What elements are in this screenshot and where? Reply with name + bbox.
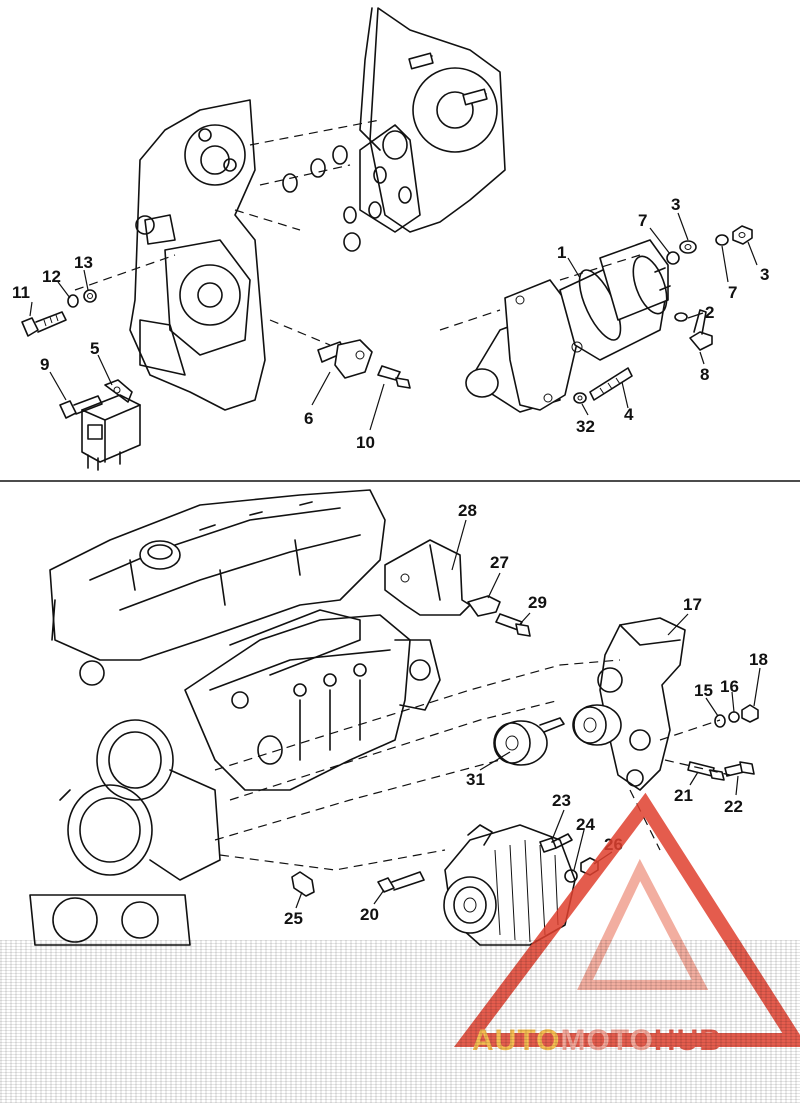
callout-4: 4 xyxy=(624,405,634,424)
washer-16 xyxy=(728,711,740,723)
callout-10: 10 xyxy=(356,433,375,452)
callout-3-right: 3 xyxy=(760,265,769,284)
washer-13 xyxy=(83,289,97,303)
key-25 xyxy=(291,871,315,897)
washer-7-lower xyxy=(666,251,680,265)
bolt-9 xyxy=(59,395,103,419)
pulley-31 xyxy=(493,717,565,766)
callout-24: 24 xyxy=(576,815,595,834)
nut-18 xyxy=(741,704,759,723)
callout-32: 32 xyxy=(576,417,595,436)
callout-3-top: 3 xyxy=(671,195,680,214)
callout-27: 27 xyxy=(490,553,509,572)
automotohub-logo: AUTOMOTOHUB xyxy=(453,792,800,1057)
washer-2 xyxy=(674,312,688,322)
bolt-23 xyxy=(539,833,573,853)
callout-15: 15 xyxy=(694,681,713,700)
bolt-8 xyxy=(689,309,713,351)
callout-labels: 1 2 3 3 4 5 6 7 7 8 9 10 11 12 13 15 16 … xyxy=(12,195,769,928)
callout-21: 21 xyxy=(674,786,693,805)
callout-7-right: 7 xyxy=(728,283,737,302)
bolt-20 xyxy=(377,871,425,893)
callout-25: 25 xyxy=(284,909,303,928)
callout-6: 6 xyxy=(304,409,313,428)
callout-13: 13 xyxy=(74,253,93,272)
callout-1: 1 xyxy=(557,243,566,262)
cylinder-head xyxy=(49,489,386,686)
logo-triangle xyxy=(453,792,800,1047)
tensioner-pulley xyxy=(572,704,622,746)
engine-block-top xyxy=(74,7,506,411)
bolt-29 xyxy=(495,613,531,637)
alignment-lines-bottom xyxy=(214,659,731,871)
leader-lines-top xyxy=(29,212,758,431)
callout-7-top: 7 xyxy=(638,211,647,230)
callout-2: 2 xyxy=(705,303,714,322)
clip-27 xyxy=(467,595,501,617)
callout-11: 11 xyxy=(12,283,30,302)
washer-32 xyxy=(573,392,587,404)
sensor-6 xyxy=(317,339,373,379)
bolt-22 xyxy=(724,761,755,777)
callout-16: 16 xyxy=(720,677,739,696)
relay xyxy=(81,379,141,471)
washer-24 xyxy=(564,869,578,883)
injection-pump xyxy=(184,609,441,791)
callout-22: 22 xyxy=(724,797,743,816)
starter-motor xyxy=(439,239,671,413)
alternator xyxy=(443,824,576,946)
callout-18: 18 xyxy=(749,650,768,669)
logo-text-auto: AUTO xyxy=(472,1024,560,1057)
bolt-21 xyxy=(687,761,725,781)
logo-inner-shape xyxy=(577,858,709,990)
washer-7-upper xyxy=(715,234,729,246)
callout-28: 28 xyxy=(458,501,477,520)
nut-3-upper xyxy=(732,225,753,245)
callout-9: 9 xyxy=(40,355,49,374)
washer-15 xyxy=(714,714,726,728)
bolt-10 xyxy=(377,365,411,389)
logo-text-moto: MOTO xyxy=(560,1024,653,1057)
callout-20: 20 xyxy=(360,905,379,924)
pulleys-left xyxy=(29,719,221,946)
callout-29: 29 xyxy=(528,593,547,612)
callout-31: 31 xyxy=(466,770,485,789)
logo-text-hub: HUB xyxy=(654,1024,722,1057)
callout-5: 5 xyxy=(90,339,99,358)
callout-8: 8 xyxy=(700,365,709,384)
bracket-28 xyxy=(384,539,471,616)
callout-17: 17 xyxy=(683,595,702,614)
washer-12 xyxy=(67,294,79,308)
alternator-bracket-17 xyxy=(597,617,686,791)
callout-12: 12 xyxy=(42,267,61,286)
logo-text: AUTOMOTOHUB xyxy=(472,1024,722,1057)
nut-3-lower xyxy=(679,240,697,254)
stud-4 xyxy=(589,367,633,401)
bolt-11 xyxy=(21,311,67,337)
callout-23: 23 xyxy=(552,791,571,810)
